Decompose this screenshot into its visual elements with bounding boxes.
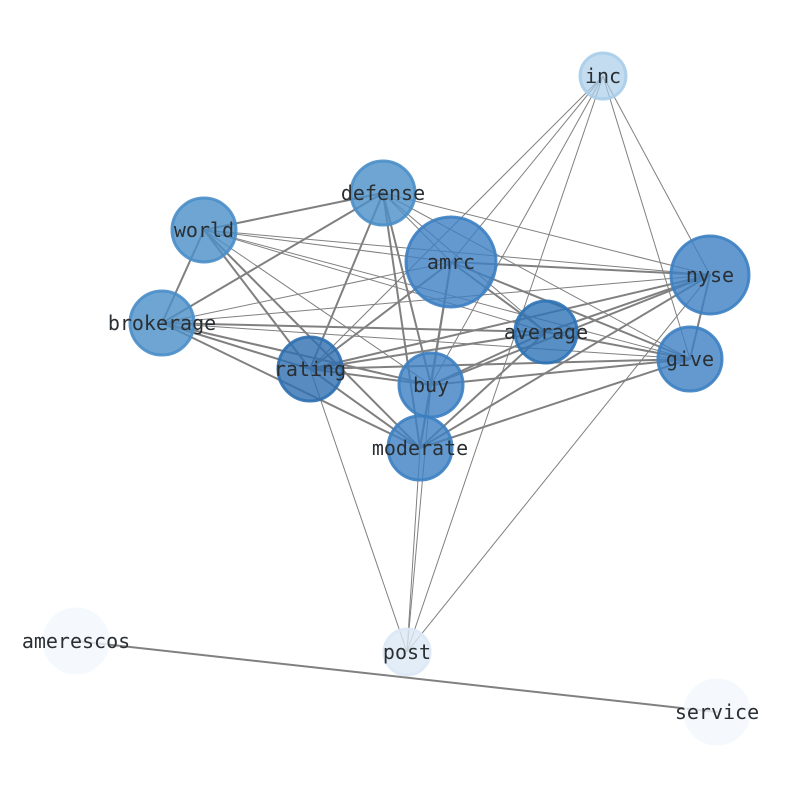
node-inc[interactable] — [578, 51, 628, 101]
node-service[interactable] — [683, 678, 751, 746]
node-nyse[interactable] — [669, 234, 751, 316]
node-moderate[interactable] — [386, 414, 454, 482]
edge-moderate-post — [406, 447, 421, 653]
node-label-average: average — [504, 320, 588, 344]
node-label-amerescos: amerescos — [22, 629, 130, 653]
labels-layer: inc defense world amrc nyse brokerage average g… — [22, 64, 759, 724]
node-label-post: post — [383, 640, 431, 664]
node-label-service: service — [675, 700, 759, 724]
edge-brokerage-give — [161, 322, 691, 360]
node-post[interactable] — [382, 627, 432, 677]
edge-defense-brokerage — [161, 192, 384, 324]
edge-give-buy — [430, 358, 691, 386]
edge-amerescos-service — [75, 640, 718, 713]
edge-world-average — [203, 229, 547, 333]
node-world[interactable] — [170, 196, 238, 264]
node-give[interactable] — [656, 325, 724, 393]
edge-average-rating — [309, 331, 547, 370]
node-label-rating: rating — [274, 357, 346, 381]
node-rating[interactable] — [276, 335, 344, 403]
edge-defense-nyse — [382, 192, 711, 276]
node-label-buy: buy — [413, 373, 449, 397]
node-defense[interactable] — [349, 159, 417, 227]
edge-rating-post — [309, 368, 408, 653]
edge-nyse-rating — [309, 274, 711, 370]
node-label-moderate: moderate — [372, 436, 468, 460]
node-label-defense: defense — [341, 181, 425, 205]
node-amerescos[interactable] — [42, 607, 110, 675]
node-average[interactable] — [513, 299, 579, 365]
edge-give-moderate — [419, 358, 691, 449]
edge-give-rating — [309, 358, 691, 370]
node-label-brokerage: brokerage — [108, 311, 216, 335]
node-label-give: give — [666, 347, 714, 371]
edge-brokerage-average — [161, 322, 547, 333]
node-label-world: world — [174, 218, 234, 242]
nodes-layer — [42, 51, 751, 746]
edge-inc-give — [602, 75, 691, 360]
node-label-inc: inc — [585, 64, 621, 88]
node-brokerage[interactable] — [128, 289, 196, 357]
node-label-amrc: amrc — [427, 250, 475, 274]
edge-world-buy — [203, 229, 432, 386]
node-label-nyse: nyse — [686, 263, 734, 287]
edge-nyse-post — [406, 274, 711, 653]
node-amrc[interactable] — [404, 215, 498, 309]
edge-amrc-brokerage — [161, 261, 452, 324]
